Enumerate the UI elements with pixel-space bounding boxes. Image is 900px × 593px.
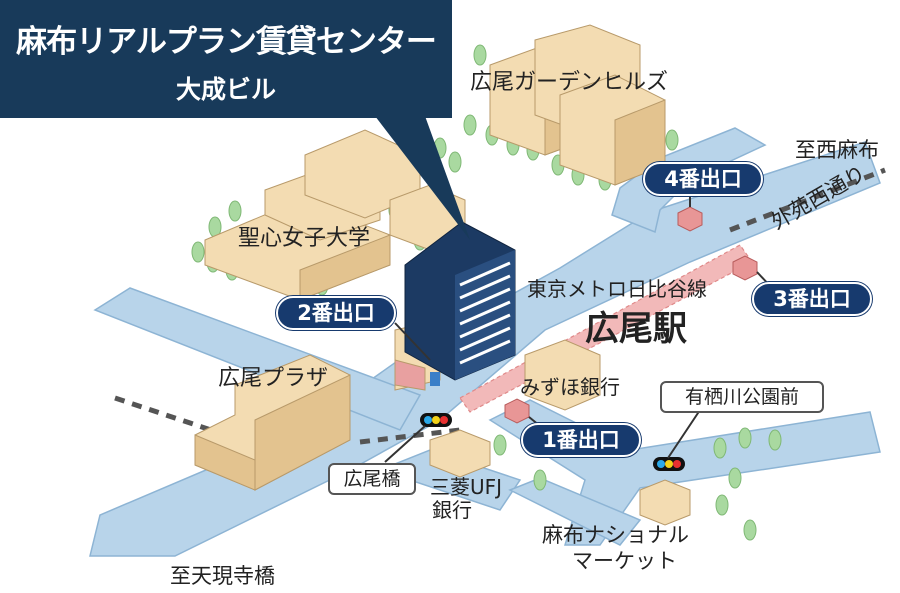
road-dashes xyxy=(114,167,886,445)
label-mufj-bank-line1: 三菱UFJ xyxy=(430,475,503,499)
title-pointer xyxy=(375,116,470,240)
label-to-nishiazabu: 至西麻布 xyxy=(795,138,879,162)
label-arisugawa-park-front: 有栖川公園前 xyxy=(660,381,824,413)
exit-2-badge: 2番出口 xyxy=(276,296,396,330)
exit-3-badge: 3番出口 xyxy=(752,282,872,316)
label-azabu-national-line2: マーケット xyxy=(572,549,677,573)
traffic-light-arisugawa xyxy=(653,457,685,471)
label-hiroo-bridge: 広尾橋 xyxy=(328,463,416,495)
taisei-building xyxy=(404,221,516,386)
label-tokyo-metro-hibiya: 東京メトロ日比谷線 xyxy=(527,277,707,301)
label-azabu-national-line1: 麻布ナショナル xyxy=(542,523,689,547)
exit-4-badge: 4番出口 xyxy=(643,162,763,196)
exit-markers xyxy=(504,206,758,424)
traffic-light-hiroo-bridge xyxy=(420,413,452,427)
exit-1-badge: 1番出口 xyxy=(521,423,641,457)
label-hiroo-station: 広尾駅 xyxy=(585,309,687,349)
label-mufj-bank-line2: 銀行 xyxy=(432,498,472,522)
label-seishin-university: 聖心女子大学 xyxy=(238,226,371,251)
title-sub: 大成ビル xyxy=(175,75,276,104)
title-box: 麻布リアルプラン賃貸センター 大成ビル xyxy=(0,0,452,118)
title-main: 麻布リアルプラン賃貸センター xyxy=(16,24,437,60)
label-hiroo-garden-hills: 広尾ガーデンヒルズ xyxy=(470,70,669,95)
label-hiroo-plaza: 広尾プラザ xyxy=(218,366,329,391)
label-mizuho-bank: みずほ銀行 xyxy=(520,375,620,399)
label-to-tengenji: 至天現寺橋 xyxy=(170,564,275,588)
